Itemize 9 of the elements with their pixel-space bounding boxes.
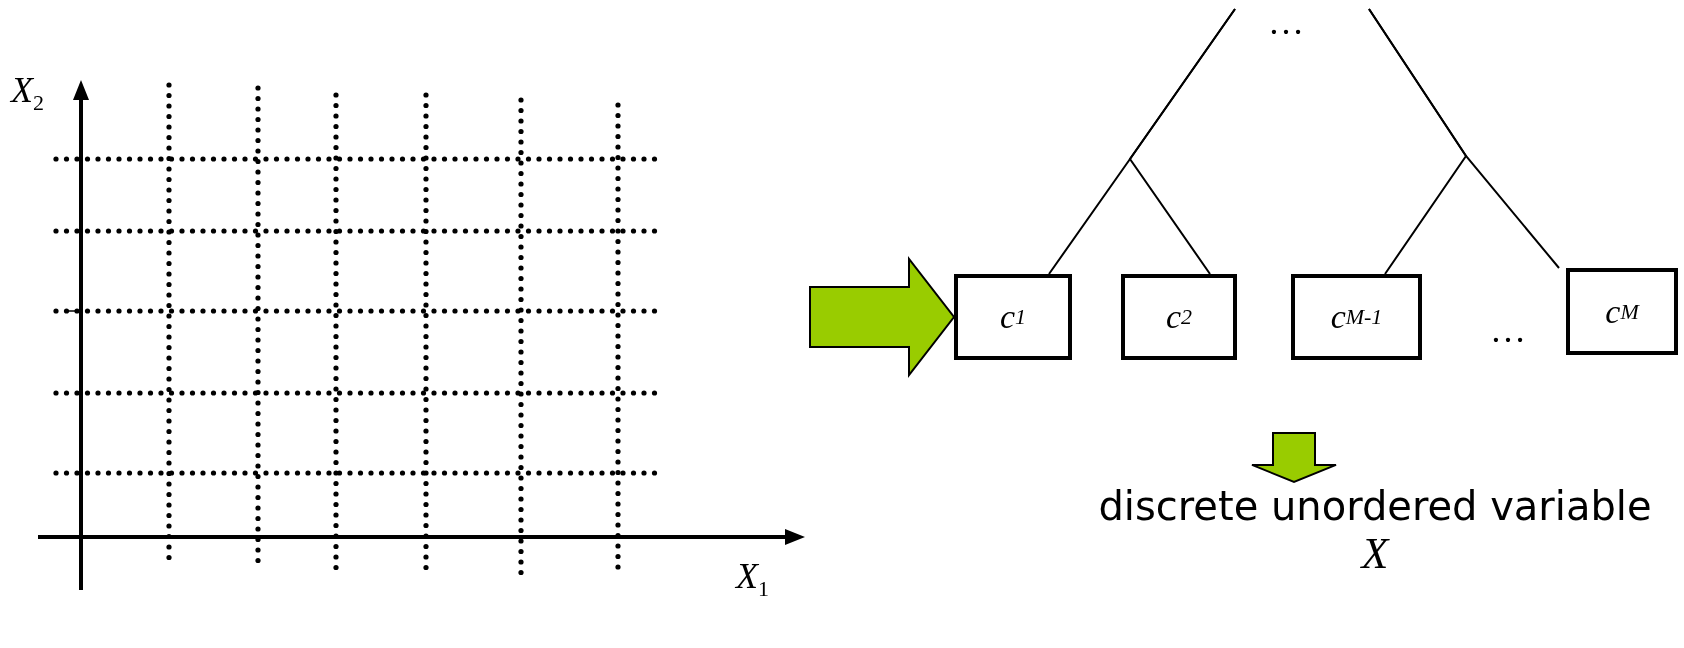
ellipsis: … <box>1490 310 1526 350</box>
block-arrow <box>809 256 956 378</box>
block-arrow <box>1251 432 1337 484</box>
tree-branch-line <box>1128 8 1236 275</box>
ellipsis: … <box>1268 2 1304 42</box>
axis-label: X$_{2}$ <box>11 70 44 117</box>
result-text: discrete unordered variable X <box>1085 482 1665 582</box>
axis-label: X$_{1}$ <box>736 556 769 603</box>
tree-branch-line <box>1368 8 1560 269</box>
